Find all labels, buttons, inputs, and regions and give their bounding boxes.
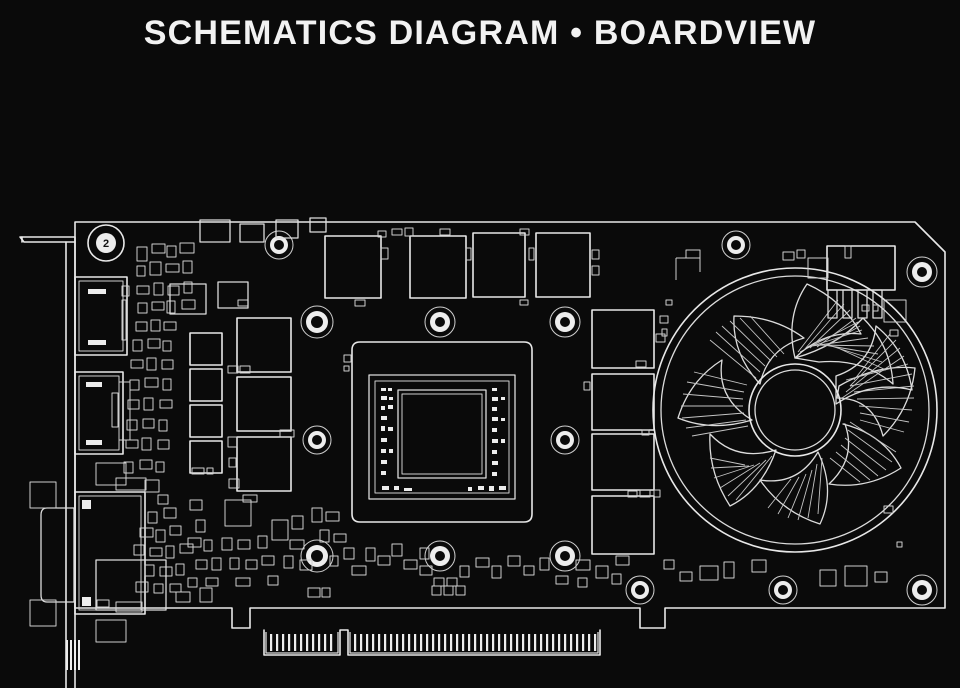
mounting-hole xyxy=(549,306,581,338)
gpu-pin-marks-right xyxy=(492,388,505,476)
mounting-hole xyxy=(549,540,581,572)
mounting-hole xyxy=(300,539,334,573)
mounting-hole xyxy=(721,230,751,260)
vrm-section-top-right xyxy=(675,245,907,337)
pcie-pins-segment-1 xyxy=(270,634,333,651)
callout-2[interactable]: 2 xyxy=(87,224,125,262)
bracket-tabs xyxy=(95,462,127,643)
fan-blades xyxy=(677,283,916,525)
mounting-hole xyxy=(550,425,580,455)
cooling-fan xyxy=(652,267,938,553)
mounting-hole xyxy=(768,575,798,605)
chip-column-left-large xyxy=(227,299,295,503)
midboard-components xyxy=(95,217,466,611)
bracket-bottom-pins xyxy=(66,640,80,670)
mounting-hole xyxy=(906,574,938,606)
mounting-hole xyxy=(264,230,294,260)
gpu-pin-marks-left xyxy=(381,388,393,475)
page-title: SCHEMATICS DIAGRAM • BOARDVIEW xyxy=(143,14,817,52)
mounting-hole xyxy=(302,425,332,455)
mounting-hole xyxy=(625,575,655,605)
pcie-pins-segment-2 xyxy=(354,634,597,651)
hdmi-port xyxy=(74,276,130,356)
vram-chip-row-top xyxy=(324,227,600,307)
right-edge-components xyxy=(659,299,903,587)
displayport-port xyxy=(74,371,131,455)
pcie-edge-connector xyxy=(263,629,601,656)
callout-label: 2 xyxy=(103,238,109,250)
mounting-hole xyxy=(424,306,456,338)
gpu-pin-marks-bottom xyxy=(382,486,506,491)
vram-chip-column-right xyxy=(583,309,666,555)
gpu-die xyxy=(343,341,533,523)
mounting-hole xyxy=(424,540,456,572)
mounting-hole-group xyxy=(264,230,938,606)
mounting-hole xyxy=(300,305,334,339)
chip-column-left-small xyxy=(189,332,223,475)
pcb-outline xyxy=(74,221,946,629)
mounting-hole xyxy=(906,256,938,288)
dvi-port xyxy=(29,477,147,627)
smd-passive-components xyxy=(123,242,630,594)
io-bracket xyxy=(19,236,76,688)
